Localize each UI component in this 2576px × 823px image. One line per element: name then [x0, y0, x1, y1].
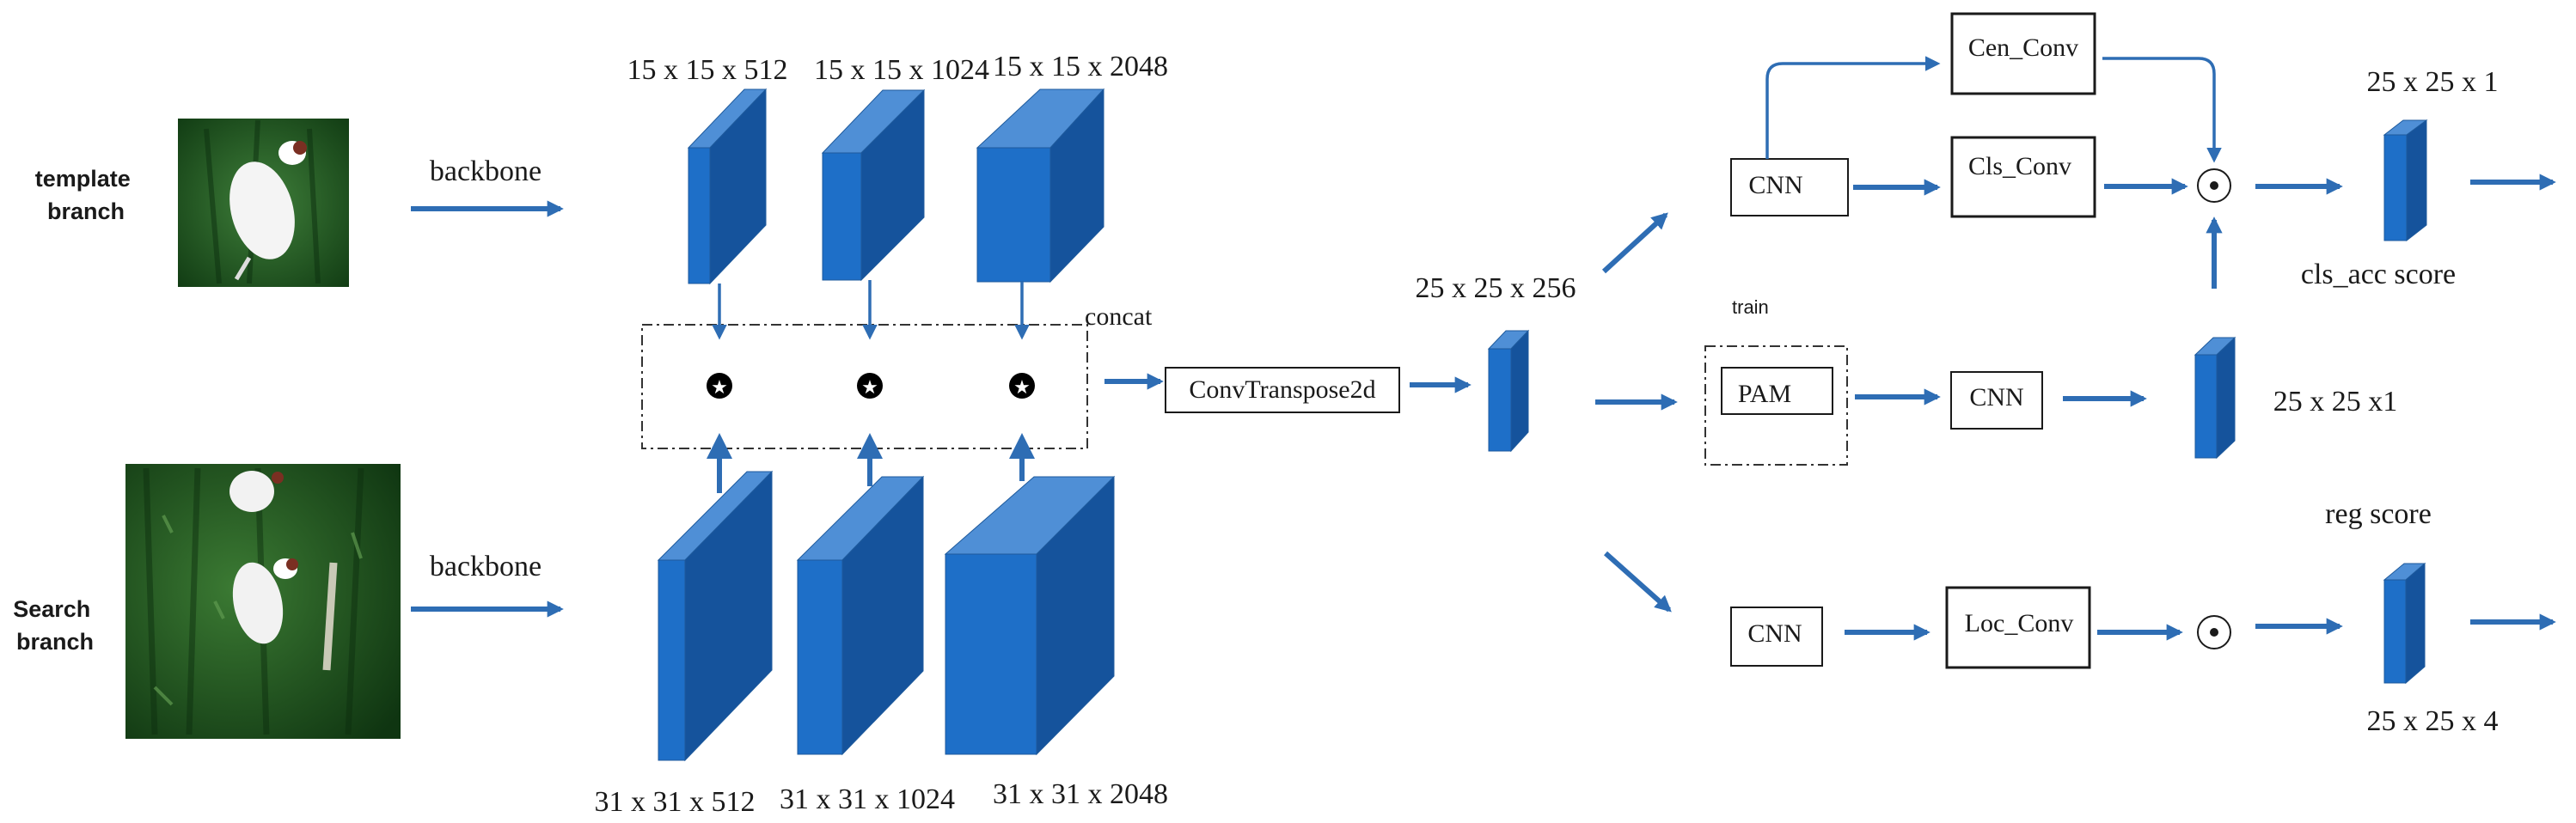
cls-output-cube — [2383, 119, 2428, 242]
reg-output-cube — [2383, 562, 2426, 685]
pam-box — [1721, 367, 1833, 415]
cen-conv-label: Cen_Conv — [1968, 34, 2078, 62]
train-dashed-box — [1704, 345, 1848, 466]
correlation-star-2: ★ — [861, 377, 878, 399]
branch-up-arrow — [1601, 212, 1668, 274]
template-dim-1: 15 x 15 x 512 — [627, 54, 788, 86]
mid-feature-cube — [1487, 329, 1530, 453]
template-feature-cube-1 — [687, 88, 768, 285]
template-branch-line2: branch — [47, 198, 125, 224]
cnn-mid-label: CNN — [1969, 383, 2023, 412]
cls-conv-label: Cls_Conv — [1968, 152, 2071, 180]
cen-to-mult-arrow — [2102, 57, 2222, 163]
cnn-bottom-box — [1730, 607, 1823, 667]
search-dim-1: 31 x 31 x 512 — [595, 786, 756, 818]
correlation-symbol-1: ★ — [707, 373, 732, 399]
template-branch-line1: template — [35, 166, 131, 192]
pam-label: PAM — [1738, 380, 1791, 408]
cnn-top-box — [1730, 158, 1849, 216]
branch-down-arrow — [1604, 551, 1672, 613]
search-feature-cube-3 — [944, 475, 1116, 756]
template-feature-cube-2 — [821, 88, 926, 282]
cls-out-dim-label: 25 x 25 x 1 — [2367, 66, 2499, 98]
template-branch-label: template branch — [35, 166, 138, 224]
template-image — [178, 119, 349, 287]
correlation-star-1: ★ — [711, 377, 728, 399]
template-dim-3: 15 x 15 x 2048 — [993, 51, 1168, 82]
convtranspose-box — [1165, 367, 1400, 413]
search-branch-line1: Search — [13, 596, 90, 622]
multiply-node-bottom — [2197, 615, 2231, 649]
cnn-to-cen-arrow — [1765, 56, 1941, 159]
template-feature-cube-3 — [976, 88, 1105, 283]
search-image — [125, 464, 401, 739]
cls-conv-box — [1950, 136, 2096, 218]
correlation-symbol-3: ★ — [1009, 373, 1035, 399]
reg-out-dim-label: 25 x 25 x 4 — [2367, 705, 2499, 737]
pam-output-cube — [2194, 336, 2236, 460]
search-feature-cube-2 — [796, 475, 925, 756]
loc-conv-label: Loc_Conv — [1965, 609, 2074, 637]
search-branch-line2: branch — [16, 629, 94, 655]
search-branch-label: Search branch — [13, 596, 97, 655]
concat-label: concat — [1085, 302, 1153, 331]
search-dim-2: 31 x 31 x 1024 — [780, 783, 955, 815]
loc-conv-box — [1945, 586, 2091, 669]
mid-dim-label: 25 x 25 x 256 — [1416, 272, 1576, 304]
cen-conv-box — [1950, 12, 2096, 95]
correlation-star-3: ★ — [1013, 377, 1031, 399]
cnn-mid-box — [1950, 371, 2043, 430]
train-label: train — [1732, 296, 1769, 318]
cls-acc-score-label: cls_acc score — [2301, 259, 2456, 290]
search-dim-3: 31 x 31 x 2048 — [993, 778, 1168, 810]
multiply-node-top — [2197, 168, 2231, 203]
template-dim-2: 15 x 15 x 1024 — [814, 54, 989, 86]
correlation-symbol-2: ★ — [857, 373, 883, 399]
reg-score-label: reg score — [2325, 498, 2432, 530]
search-feature-cube-1 — [657, 470, 774, 762]
pam-out-dim-label: 25 x 25 x1 — [2273, 386, 2398, 418]
cnn-bottom-label: CNN — [1747, 619, 1802, 648]
backbone-bottom-label: backbone — [430, 551, 542, 582]
cnn-top-label: CNN — [1748, 171, 1802, 199]
backbone-top-label: backbone — [430, 155, 542, 187]
convtranspose-label: ConvTranspose2d — [1189, 375, 1375, 404]
